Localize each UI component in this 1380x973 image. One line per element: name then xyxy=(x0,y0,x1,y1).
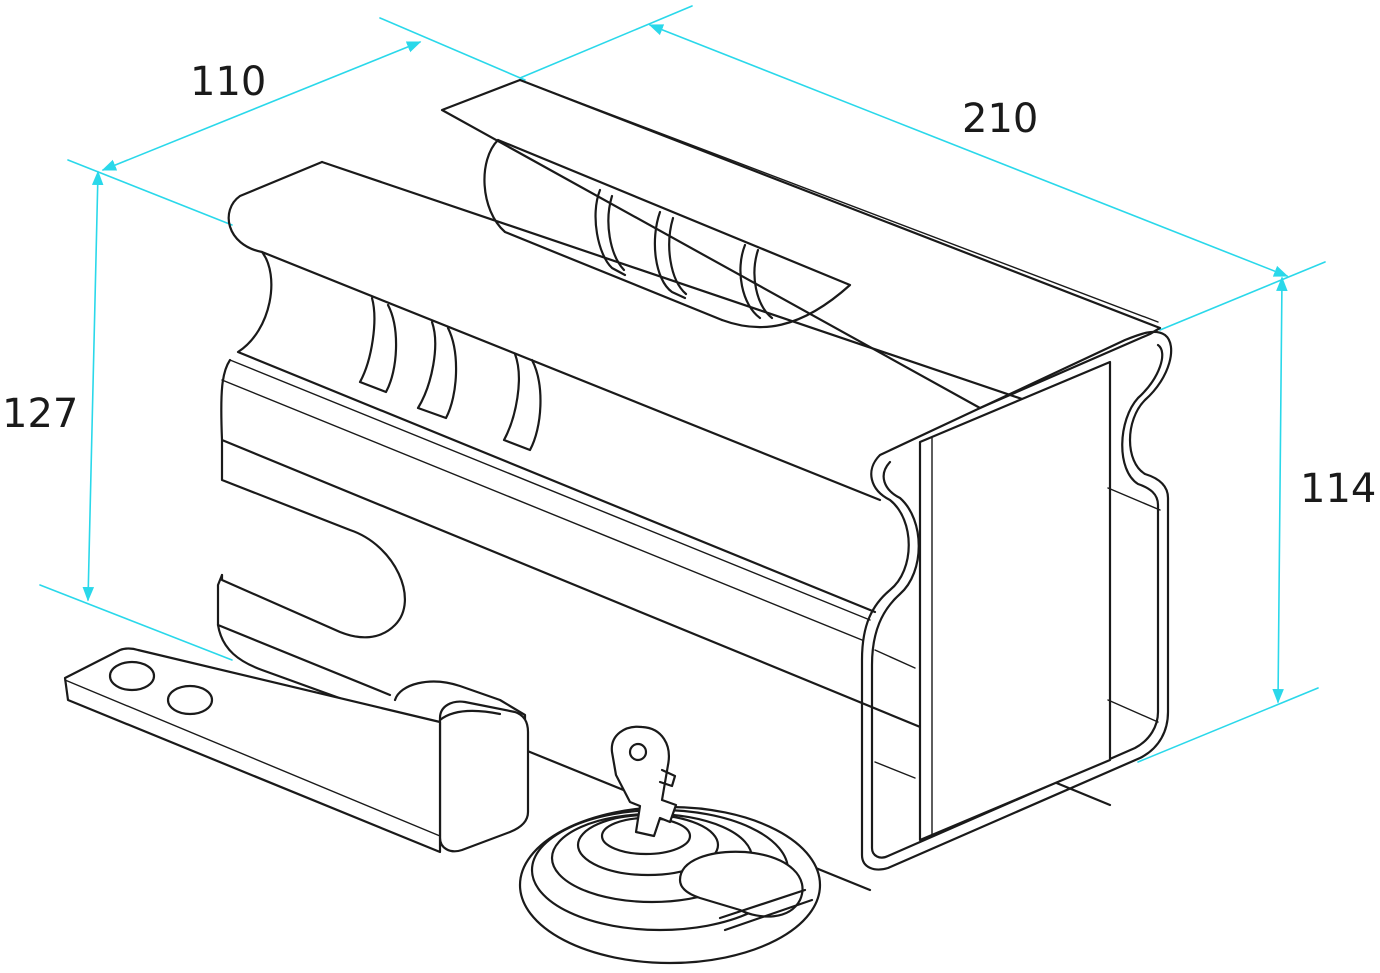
key-icon xyxy=(610,725,678,838)
length-dimension-label: 210 xyxy=(962,96,1038,142)
extension-line xyxy=(39,584,233,661)
extension-line xyxy=(379,17,526,81)
extension-line xyxy=(519,5,693,79)
inner-slot xyxy=(594,188,627,277)
side-channel xyxy=(236,250,877,614)
rear-plate xyxy=(918,360,1112,842)
inner-slot xyxy=(739,243,762,320)
width-dimension-label: 110 xyxy=(190,59,266,105)
padlock xyxy=(518,725,822,965)
extension-line xyxy=(1137,687,1319,763)
inner-cylinder xyxy=(483,138,724,322)
side-slot xyxy=(416,320,458,420)
pin-hole xyxy=(166,684,214,716)
pin-hole xyxy=(108,660,156,692)
length-dimension-line xyxy=(648,24,1289,277)
width-dimension-line xyxy=(101,41,422,171)
pin-block xyxy=(438,700,530,853)
back-height-dimension-label: 114 xyxy=(1300,466,1376,512)
dimension-lines xyxy=(39,5,1326,763)
rear-frame xyxy=(860,330,1173,871)
front-height-dimension-label: 127 xyxy=(2,391,78,437)
lock-housing xyxy=(216,78,1173,892)
side-slot xyxy=(358,296,398,394)
inner-slot xyxy=(653,210,687,300)
pin-plate xyxy=(63,647,442,854)
locking-pin xyxy=(63,647,530,854)
side-face-lower xyxy=(220,358,1112,807)
extension-line xyxy=(67,159,233,226)
side-slot xyxy=(502,352,542,452)
bottom-rail xyxy=(216,623,402,722)
extension-line xyxy=(1159,261,1326,331)
side-top-roll xyxy=(227,160,882,502)
top-plate xyxy=(440,78,1162,410)
front-height-dimension-line xyxy=(82,170,104,602)
back-height-dimension-line xyxy=(1272,276,1288,704)
hitch-notch xyxy=(220,438,406,639)
